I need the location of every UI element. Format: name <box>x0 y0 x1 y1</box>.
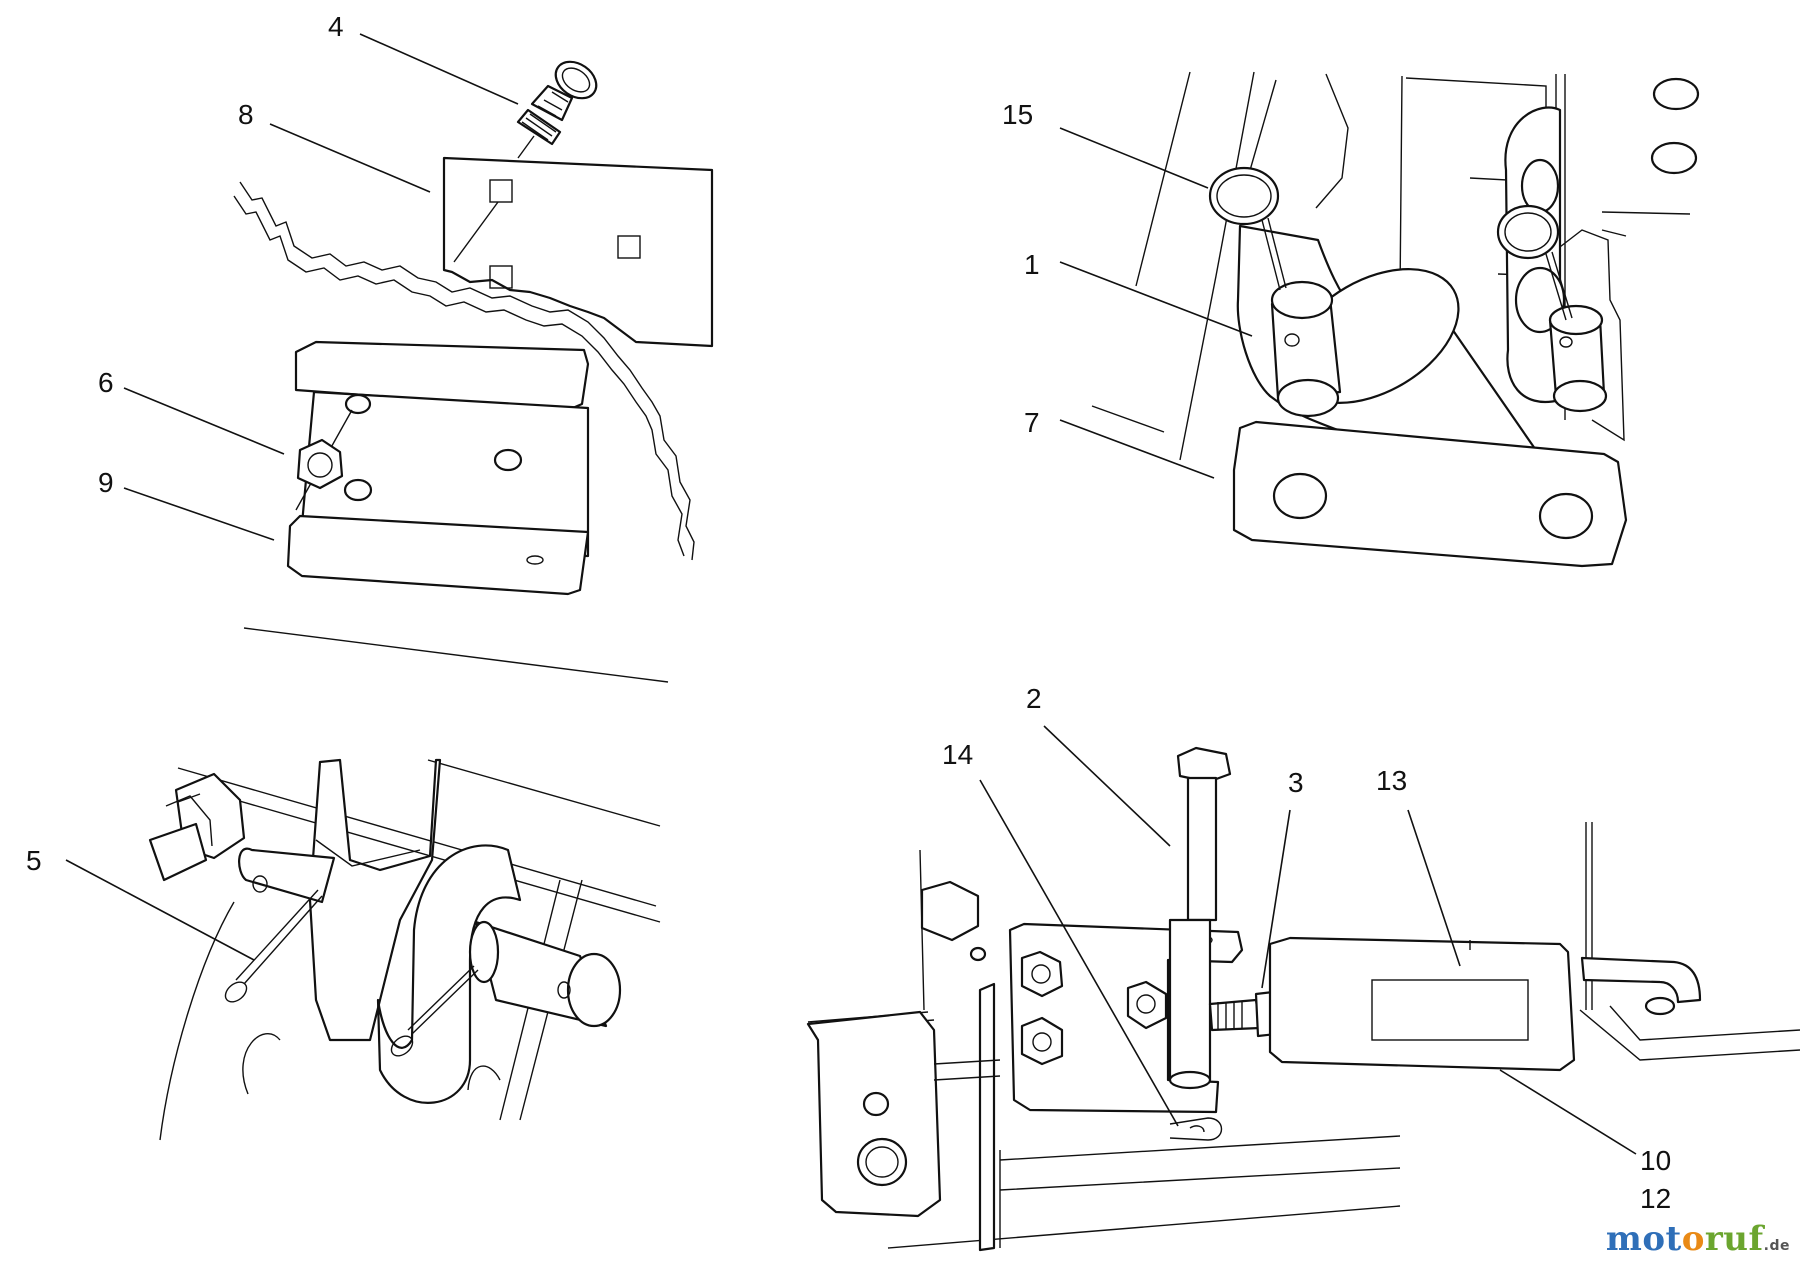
callout-8: 8 <box>238 99 254 130</box>
hitch-pin-view <box>1091 71 1700 568</box>
cotter-pin-left <box>224 889 323 1003</box>
clevis-pin <box>468 920 622 1028</box>
drawbar-hole-left <box>1272 472 1328 520</box>
clevis-lower-lines <box>242 1033 501 1095</box>
hook-hole <box>1644 996 1676 1016</box>
plate-square-hole-1 <box>489 179 513 203</box>
leader-8 <box>269 123 431 193</box>
plate-square-hole-3 <box>489 265 513 289</box>
callout-12: 12 <box>1640 1183 1671 1214</box>
callout-15: 15 <box>1002 99 1033 130</box>
leader-14 <box>979 779 1179 1127</box>
watermark-part-2: o <box>1681 1219 1705 1259</box>
frame-hole-1 <box>1652 77 1700 111</box>
leader-lines <box>65 33 1637 1155</box>
bracket-assembly-view <box>233 60 714 683</box>
frame-diagonal <box>1179 71 1255 461</box>
watermark-suffix: .de <box>1763 1238 1790 1254</box>
callout-3: 3 <box>1288 767 1304 798</box>
frame-right-lines <box>1579 822 1800 1061</box>
leader-7 <box>1059 419 1215 479</box>
watermark-part-3: ruf <box>1704 1219 1764 1259</box>
leader-9 <box>123 487 275 541</box>
callout-4: 4 <box>328 11 344 42</box>
callout-7: 7 <box>1024 407 1040 438</box>
u-clevis <box>376 844 522 1104</box>
cotter-pin-right <box>390 965 479 1057</box>
bolt-axis-line <box>453 201 499 263</box>
bracket-hole-lower <box>343 478 373 502</box>
hair-pin-ring-left <box>1208 166 1280 226</box>
plate-square-hole-2 <box>617 235 641 259</box>
broken-edge-line <box>239 181 695 561</box>
hydraulic-fitting <box>148 772 246 882</box>
swing-drawbar <box>1268 936 1576 1072</box>
bracket-hole-top <box>344 393 372 415</box>
callout-labels: 4 8 6 9 15 1 7 5 2 14 3 13 10 12 <box>26 11 1671 1214</box>
frame-bolt-small <box>969 946 987 962</box>
leader-3 <box>1261 809 1291 989</box>
leader-1 <box>1059 261 1253 337</box>
leader-15 <box>1059 127 1209 189</box>
hitch-assembly-view <box>806 746 1800 1252</box>
drawbar-label-panel <box>1371 979 1529 1041</box>
link-plate <box>238 847 336 904</box>
callout-10: 10 <box>1640 1145 1671 1176</box>
broken-edge-line-inner <box>233 195 685 557</box>
frame-hole-2 <box>1650 141 1698 175</box>
leader-5 <box>65 859 255 961</box>
vertical-bracket <box>978 982 996 1252</box>
callout-2: 2 <box>1026 683 1042 714</box>
leader-13 <box>1407 809 1461 967</box>
frame-bottom-edge <box>1609 1005 1800 1041</box>
leader-10 <box>1499 1069 1637 1155</box>
carriage-bolt <box>516 60 598 159</box>
ground-reference-line <box>243 627 669 683</box>
bracket-hole-middle <box>493 448 523 472</box>
hitch-pin-right <box>1496 204 1608 413</box>
callout-1: 1 <box>1024 249 1040 280</box>
hex-nut-1 <box>1020 950 1064 998</box>
leader-6 <box>123 387 285 455</box>
cotter-pin-view <box>148 758 661 1141</box>
leader-2 <box>1043 725 1171 847</box>
callout-6: 6 <box>98 367 114 398</box>
hex-nut-2 <box>1126 980 1168 1030</box>
frame-bolt-head <box>920 880 980 942</box>
angle-bracket-bottom-flange <box>286 514 590 596</box>
frame-rail <box>177 759 661 923</box>
leader-4 <box>359 33 519 105</box>
hitch-tongue <box>308 758 442 1042</box>
side-plate-hole-small <box>862 1091 890 1117</box>
tongue-fold-line <box>315 839 421 867</box>
callout-9: 9 <box>98 467 114 498</box>
hairpin-clip <box>1169 1117 1223 1141</box>
bracket-slot <box>526 555 544 565</box>
side-plate-hole-large <box>856 1137 908 1187</box>
lock-nut <box>295 409 353 511</box>
watermark-logo: motoruf.de <box>1606 1219 1790 1259</box>
callout-5: 5 <box>26 845 42 876</box>
link-hole <box>252 875 268 893</box>
hair-pin-ring-right <box>1496 204 1560 260</box>
callout-14: 14 <box>942 739 973 770</box>
drawbar <box>1232 420 1628 568</box>
watermark-part-1: mot <box>1605 1219 1682 1259</box>
drawbar-hole-right <box>1538 492 1594 540</box>
hook-arm <box>1580 956 1702 1004</box>
hitch-bolt <box>1168 746 1232 1090</box>
callout-13: 13 <box>1376 765 1407 796</box>
plate <box>442 156 714 348</box>
hex-nut-3 <box>1020 1016 1064 1066</box>
clevis-eye-top <box>1520 158 1560 214</box>
bracket-detail-lines <box>919 849 1001 1081</box>
hitch-pin-left <box>1208 166 1342 418</box>
